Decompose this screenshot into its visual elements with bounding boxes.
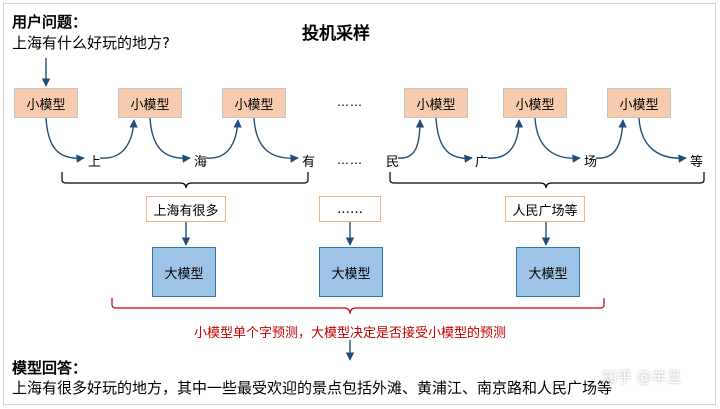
answer-text: 上海有很多好玩的地方，其中一些最受欢迎的景点包括外滩、黄浦江、南京路和人民广场等 <box>12 379 613 397</box>
large-model-box-2: 大模型 <box>319 247 383 297</box>
large-model-box-1: 大模型 <box>152 247 216 297</box>
draft-box-3: 人民广场等 <box>505 196 585 222</box>
token-shang: 上 <box>88 155 102 170</box>
small-model-box-6: 小模型 <box>607 88 671 118</box>
draft-box-1: 上海有很多 <box>146 196 226 222</box>
small-model-label: 小模型 <box>130 97 170 113</box>
small-model-label: 小模型 <box>416 97 456 113</box>
token-chang: 场 <box>584 155 598 170</box>
token-hai: 海 <box>194 155 208 170</box>
large-model-label: 大模型 <box>164 266 204 282</box>
draft-box-2: …… <box>319 196 381 222</box>
watermark: 知乎 @羊旦 <box>602 368 682 386</box>
small-model-label: 小模型 <box>234 97 274 113</box>
large-model-label: 大模型 <box>331 266 371 282</box>
token-min: 民 <box>386 155 400 170</box>
large-model-box-3: 大模型 <box>516 247 580 297</box>
small-model-box-4: 小模型 <box>404 88 468 118</box>
token-deng: 等 <box>690 155 704 170</box>
question-text: 上海有什么好玩的地方? <box>12 34 170 52</box>
diagram-title: 投机采样 <box>302 24 370 44</box>
small-model-label: 小模型 <box>619 97 659 113</box>
small-model-box-2: 小模型 <box>118 88 182 118</box>
answer-label: 模型回答： <box>12 359 88 377</box>
small-model-box-1: 小模型 <box>14 88 78 118</box>
small-model-box-5: 小模型 <box>503 88 567 118</box>
small-model-box-3: 小模型 <box>222 88 286 118</box>
small-model-label: 小模型 <box>26 97 66 113</box>
question-label: 用户问题： <box>12 13 88 31</box>
ellipsis-tokens: …… <box>337 153 363 167</box>
token-guang: 广 <box>475 155 489 170</box>
token-you: 有 <box>302 155 316 170</box>
figure-frame <box>3 3 716 405</box>
caption: 小模型单个字预测，大模型决定是否接受小模型的预测 <box>193 326 506 341</box>
small-model-label: 小模型 <box>515 97 555 113</box>
large-model-label: 大模型 <box>528 266 568 282</box>
ellipsis-top: …… <box>337 95 363 109</box>
